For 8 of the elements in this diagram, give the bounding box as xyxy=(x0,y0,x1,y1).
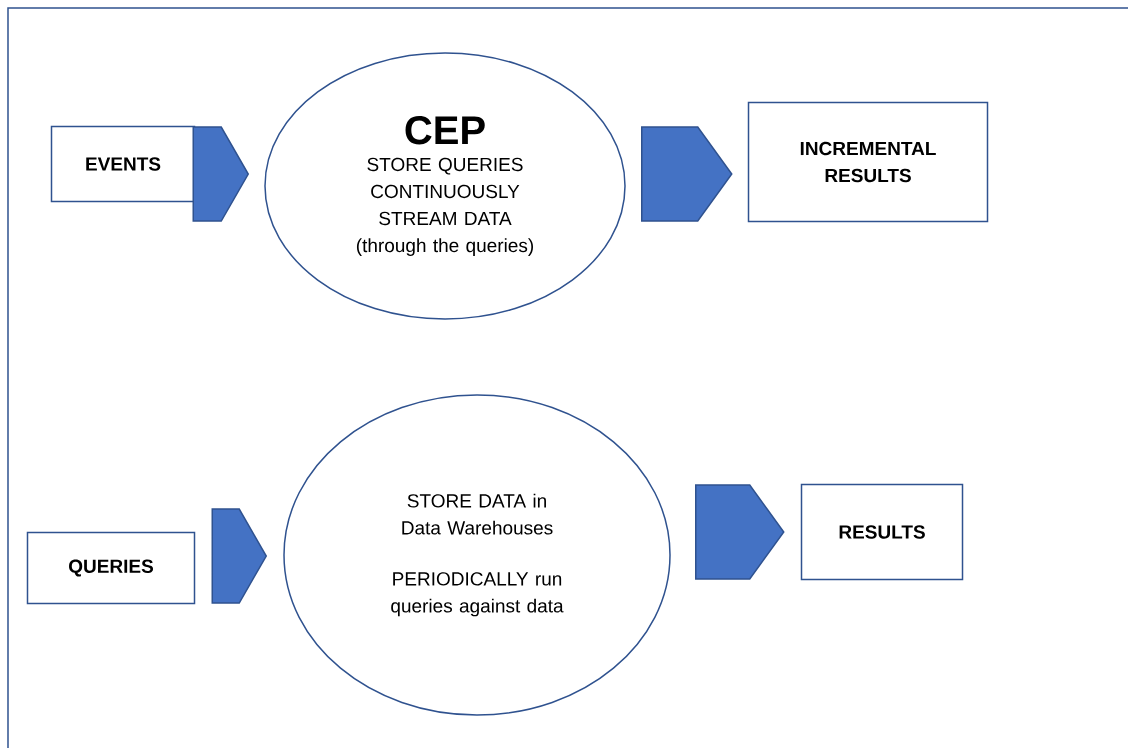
arrow xyxy=(641,126,733,222)
arrow xyxy=(192,126,250,222)
process-box: RESULTS xyxy=(800,483,964,581)
arrow xyxy=(211,508,268,604)
arrow xyxy=(695,484,785,580)
process-box: INCREMENTAL RESULTS xyxy=(747,101,989,223)
process-box: EVENTS xyxy=(50,125,196,203)
process-box: QUERIES xyxy=(26,531,196,605)
